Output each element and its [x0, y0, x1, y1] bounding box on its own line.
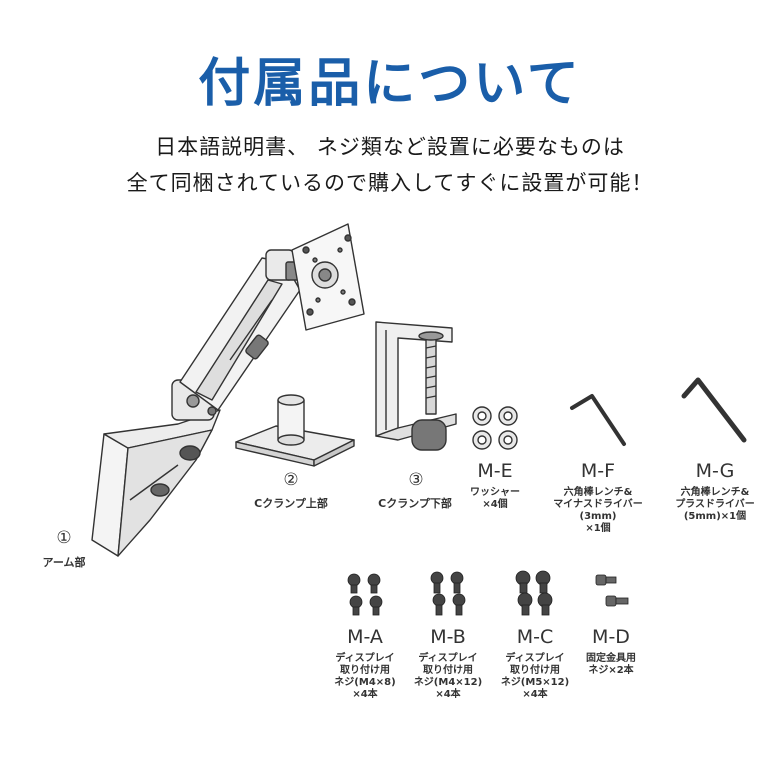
mc-desc-4: ×4本 [522, 689, 548, 700]
mc-desc-3: ネジ(M5×12) [500, 677, 570, 688]
ma-desc-3: ネジ(M4×8) [334, 677, 396, 688]
arm-label: アーム部 [42, 556, 86, 569]
mg-desc-3: (5mm)×1個 [683, 511, 747, 522]
clamp-top-label: Cクランプ上部 [254, 497, 328, 510]
arm-illustration [91, 223, 365, 557]
mb-desc-4: ×4本 [435, 689, 461, 700]
screws-illustration [347, 570, 629, 616]
mf-desc-3: (3mm) [579, 511, 617, 522]
subtitle-line-1: 日本語説明書、 ネジ類など設置に必要なものは [155, 135, 625, 159]
screws-ma [347, 573, 383, 616]
mb-desc-1: ディスプレイ [418, 653, 478, 664]
washers-illustration [472, 406, 518, 450]
md-desc-1: 固定金具用 [586, 653, 636, 664]
clamp-bottom-illustration [375, 321, 457, 451]
clamp-top-number: ② [283, 470, 299, 490]
ma-desc-1: ディスプレイ [335, 653, 395, 664]
hex-key-small-illustration [570, 394, 626, 446]
hex-key-large-illustration [681, 377, 747, 443]
me-desc-2: ×4個 [482, 499, 508, 510]
mc-desc-2: 取り付け用 [510, 665, 560, 676]
me-code: M-E [477, 460, 513, 482]
clamp-bottom-number: ③ [408, 470, 424, 490]
clamp-bottom-label: Cクランプ下部 [378, 497, 452, 510]
subtitle-line-2: 全て同梱されているので購入してすぐに設置が可能！ [126, 171, 654, 195]
page-title: 付属品について [198, 54, 582, 114]
ma-code: M-A [347, 626, 383, 648]
mf-desc-4: ×1個 [585, 523, 611, 534]
mf-code: M-F [580, 460, 616, 482]
mg-desc-1: 六角棒レンチ& [680, 487, 750, 498]
mb-code: M-B [430, 626, 466, 648]
mc-code: M-C [516, 626, 554, 648]
mg-desc-2: プラスドライバー [675, 499, 755, 510]
mg-code: M-G [695, 460, 735, 482]
arm-number: ① [56, 528, 72, 548]
screws-mc [515, 570, 553, 616]
screws-md [595, 574, 629, 607]
me-desc-1: ワッシャー [470, 487, 520, 498]
mb-desc-2: 取り付け用 [423, 665, 473, 676]
mc-desc-1: ディスプレイ [505, 653, 565, 664]
clamp-top-illustration [235, 394, 355, 467]
screws-mb [430, 571, 466, 616]
mf-desc-2: マイナスドライバー [553, 499, 643, 510]
md-desc-2: ネジ×2本 [588, 665, 634, 676]
md-code: M-D [592, 626, 630, 648]
ma-desc-4: ×4本 [352, 689, 378, 700]
ma-desc-2: 取り付け用 [340, 665, 390, 676]
mf-desc-1: 六角棒レンチ& [563, 487, 633, 498]
mb-desc-3: ネジ(M4×12) [413, 677, 483, 688]
